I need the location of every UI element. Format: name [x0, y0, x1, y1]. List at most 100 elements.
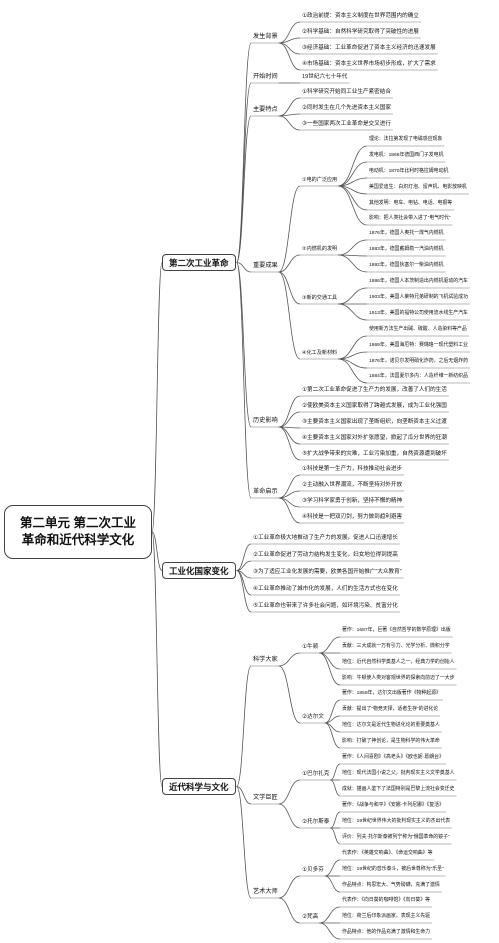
connector-line	[278, 897, 301, 924]
connector-line	[278, 21, 301, 44]
connector-line	[236, 786, 252, 899]
person-newton[interactable]: ①牛顿	[302, 644, 319, 650]
background-item-2: ②科学基础：自然科学研究取得了突破性的进展	[302, 29, 419, 35]
category-background[interactable]: 发生背景	[253, 33, 278, 40]
change-item-2: ②工业革命促进了劳动力结构发生变化，妇女地位得到提高	[253, 552, 398, 558]
connector-line	[278, 490, 301, 499]
electricity-item-6: 影响：把人类社会带入进了“电气时代”	[369, 216, 451, 221]
connector-line	[338, 145, 368, 187]
person-van-gogh[interactable]: ②梵高	[302, 914, 319, 920]
change-item-4: ④工业革命推动了城市化的发展，人们的生活方式也在变化	[253, 586, 398, 592]
transport-item-1: 1886年，德国人本茨制造出内燃机驱动的汽车	[369, 279, 468, 284]
connector-line	[324, 875, 341, 893]
change-item-1: ①工业革命极大地推动了生产力的发展，促进人口迅速增长	[253, 535, 398, 541]
impact-item-1: ①第二次工业革命促进了生产力的发展，改善了人们的生活	[302, 387, 447, 393]
chemical-item-1: 使用新方法生产出碱、硫酸、人造染料等产品	[369, 327, 467, 332]
electricity-item-1: 理论：法拉第发现了电磁感应现象	[369, 137, 443, 142]
connector-line	[319, 922, 341, 940]
achievement-transport[interactable]: ③新的交通工具	[302, 295, 338, 301]
connector-line	[151, 531, 163, 571]
impact-item-4: ④主要资本主义国家对外扩张愿望，掀起了瓜分世界的狂潮	[302, 435, 447, 441]
lesson-item-4: ④科技是一把双刃剑，努力做到趋利避害	[302, 514, 403, 520]
start-time-item: 19世纪六七十年代	[302, 74, 348, 80]
connector-line	[338, 351, 368, 360]
newton-item-2: 贡献：三大成就一万有引力、光学分析、微积分学	[342, 644, 450, 649]
person-beethoven[interactable]: ①贝多芬	[302, 867, 324, 873]
branch-modern-science-culture[interactable]: 近代科学与文化	[162, 778, 236, 795]
beethoven-item-2: 地位：19世纪的音乐泰斗，被后世尊称为“乐圣”	[342, 867, 444, 872]
branch-industrialized-country-changes[interactable]: 工业化国家变化	[162, 562, 236, 579]
category-art-masters[interactable]: 艺术大师	[253, 888, 278, 895]
category-main-features[interactable]: 主要特点	[253, 106, 278, 113]
connector-line	[278, 803, 301, 829]
root-title-line-2: 革命和近代科学文化	[21, 533, 135, 547]
chemical-item-2: 1869年，美国海厄特：赛璐珞一现代塑料工业	[369, 343, 468, 348]
person-darwin[interactable]: ②达尔文	[302, 714, 324, 720]
background-item-4: ④市场基础：资本主义世界市场初步形成，扩大了需求	[302, 61, 436, 67]
beethoven-item-3: 作品特点：构思宏大、气势磅礴，充满了激情	[342, 883, 440, 888]
connector-line	[236, 786, 252, 805]
lesson-item-2: ②主动融入世界潮流，不断坚持对外开放	[302, 482, 403, 488]
connector-line	[236, 262, 252, 428]
feature-item-1: ①科学研究开始同工业生产紧密结合	[302, 89, 391, 95]
change-item-5: ⑤工业革命也带来了许多社会问题，如环境污染、贫富分化	[253, 603, 398, 609]
connector-line	[330, 811, 341, 829]
balzac-item-2: 地位：现代法国小说之父，批判现实主义文学奠基人	[342, 771, 455, 776]
connector-line	[278, 115, 301, 131]
connector-line	[319, 652, 341, 670]
combustion-item-1: 1876年，德国人奥托一煤气内燃机	[369, 231, 444, 236]
achievement-electricity[interactable]: ①电的广泛应用	[302, 177, 338, 183]
root-node[interactable]: 第二单元 第二次工业 革命和近代科学文化	[4, 505, 152, 559]
connector-line	[151, 262, 163, 533]
achievement-internal-combustion[interactable]: ②内燃机的发明	[302, 246, 338, 252]
electricity-item-5: 其他发明：电车、电钻、电话、电报等	[369, 201, 453, 206]
feature-item-2: ②同时发生在几个先进资本主义国家	[302, 105, 391, 111]
connector-line	[338, 335, 368, 360]
branch-second-industrial-revolution[interactable]: 第二次工业革命	[162, 254, 236, 271]
person-balzac[interactable]: ①巴尔扎克	[302, 771, 330, 777]
connector-line	[330, 763, 341, 781]
impact-item-5: ⑤扩大战争带来的灾难，工业污染加重，自然资源遭到破坏	[302, 451, 447, 457]
connector-line	[324, 699, 341, 724]
impact-item-2: ②使欧美资本主义国家取得了跨越式发展，成为工业化强国	[302, 403, 447, 409]
connector-line	[278, 42, 301, 55]
connector-line	[151, 531, 163, 787]
connector-line	[278, 497, 301, 508]
connector-line	[338, 161, 368, 187]
connector-line	[278, 254, 301, 273]
connector-line	[236, 570, 252, 613]
transport-item-2: 1903年，美国人莱特兄弟研制的飞机试验成功	[369, 295, 468, 300]
combustion-item-2: 1883年，德国戴姆勒一汽油内燃机	[369, 247, 444, 252]
connector-line	[236, 543, 252, 571]
category-literature-giants[interactable]: 文学巨匠	[253, 794, 278, 801]
connector-line	[278, 97, 301, 117]
impact-item-3: ③主要资本主义国家出现了垄断组织，向垄断资本主义过渡	[302, 419, 447, 425]
category-start-time[interactable]: 开始时间	[253, 73, 278, 80]
connector-line	[236, 42, 252, 263]
category-important-achievements[interactable]: 重要成果	[253, 262, 278, 269]
connector-line	[278, 271, 301, 360]
connector-line	[338, 239, 368, 256]
darwin-item-1: 著作：1859年，达尔文出版著作《物种起源》	[342, 691, 441, 696]
tolstoy-item-2: 地位：19世纪世界伟大的批判现实主义的杰出代表	[342, 819, 451, 824]
connector-line	[324, 722, 341, 749]
connector-line	[236, 262, 252, 273]
person-tolstoy[interactable]: ②托尔斯泰	[302, 819, 330, 825]
transport-item-3: 1913年，美国的福特公司使用流水线生产汽车	[369, 311, 468, 316]
newton-item-3: 地位：近代自然科学奠基人之一，经典力学的创始人	[342, 660, 455, 665]
category-historical-impact[interactable]: 历史影响	[253, 417, 278, 424]
connector-line	[319, 636, 341, 654]
connector-line	[338, 254, 368, 273]
category-revolution-lessons[interactable]: 革命启示	[253, 488, 278, 495]
category-science-masters[interactable]: 科学大家	[253, 656, 278, 663]
achievement-chemicals[interactable]: ④化工及新材料	[302, 350, 338, 356]
balzac-item-3: 成就：描画人鉴下了法国特别是巴黎上流社会变迁史	[342, 787, 455, 792]
connector-line	[338, 303, 368, 321]
connector-line	[319, 652, 341, 686]
chemical-item-4: 1884年，法国夏尔多内：人造纤维一新纺织品	[369, 374, 468, 379]
darwin-item-3: 地位：达尔文是近代生物进化论的重要奠基人	[342, 723, 440, 728]
connector-line	[278, 497, 301, 524]
connector-line	[278, 665, 301, 724]
connector-line	[278, 426, 301, 445]
connector-line	[278, 185, 301, 273]
